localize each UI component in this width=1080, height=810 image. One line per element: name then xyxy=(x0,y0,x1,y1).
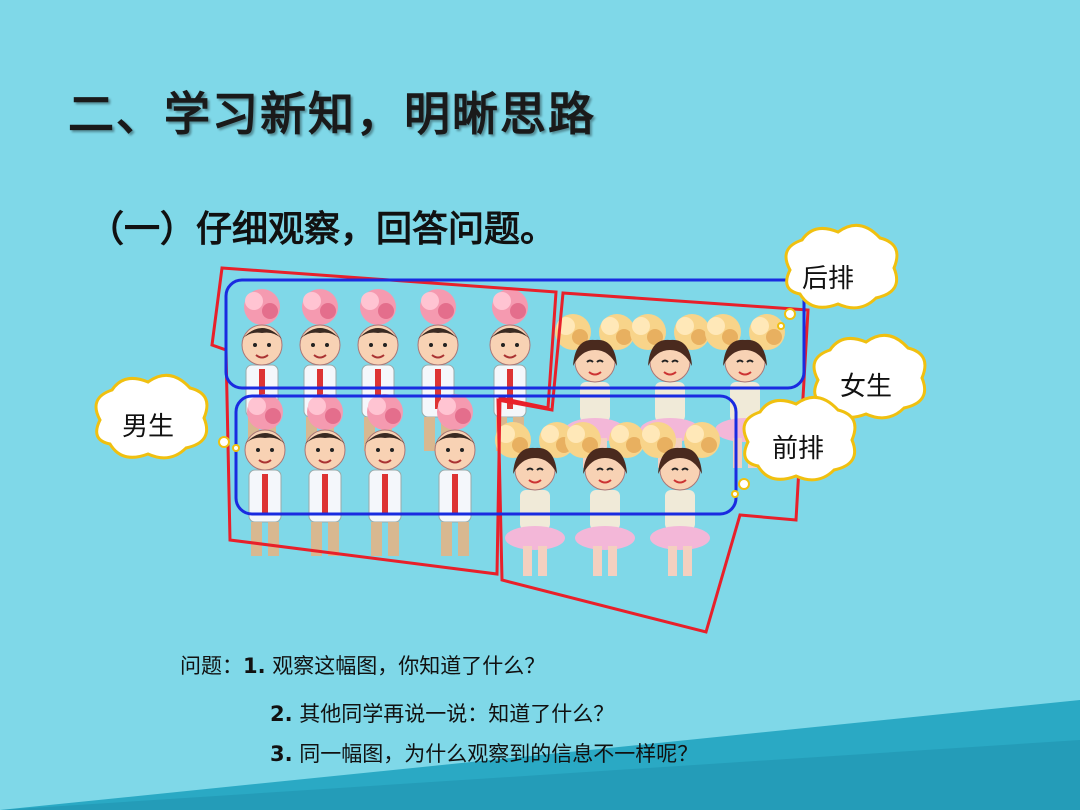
bubble-label-front-row: 前排 xyxy=(772,434,825,464)
slide-subtitle: （一）仔细观察，回答问题。 xyxy=(88,209,557,250)
question-number: 2. xyxy=(270,702,293,726)
question-1: 问题：1. 观察这幅图，你知道了什么？ xyxy=(180,650,545,680)
girl-figure xyxy=(495,422,720,576)
question-number: 3. xyxy=(270,742,293,766)
question-text: 其他同学再说一说：知道了什么？ xyxy=(299,702,615,726)
slide-title: 二、学习新知，明晰思路 xyxy=(68,87,596,141)
bubble-label-back-row: 后排 xyxy=(802,264,855,294)
cloud-bubble-front-row xyxy=(731,395,857,498)
question-number: 1. xyxy=(243,654,266,678)
question-text: 观察这幅图，你知道了什么？ xyxy=(272,654,546,678)
question-text: 同一幅图，为什么观察到的信息不一样呢？ xyxy=(299,742,699,766)
question-3: 3. 同一幅图，为什么观察到的信息不一样呢？ xyxy=(270,738,698,768)
boy-figure xyxy=(245,394,475,556)
cloud-bubble-boys xyxy=(94,373,240,460)
cloud-bubble-back-row xyxy=(777,223,899,330)
bubble-label-boys: 男生 xyxy=(122,412,175,442)
question-2: 2. 其他同学再说一说：知道了什么？ xyxy=(270,698,614,728)
bubble-label-girls: 女生 xyxy=(840,372,893,402)
front-row-outline xyxy=(234,394,738,516)
question-prefix: 问题： xyxy=(180,654,243,678)
back-row-outline xyxy=(224,278,806,390)
boys-group-outline xyxy=(210,266,558,576)
girls-group-outline xyxy=(496,291,810,634)
